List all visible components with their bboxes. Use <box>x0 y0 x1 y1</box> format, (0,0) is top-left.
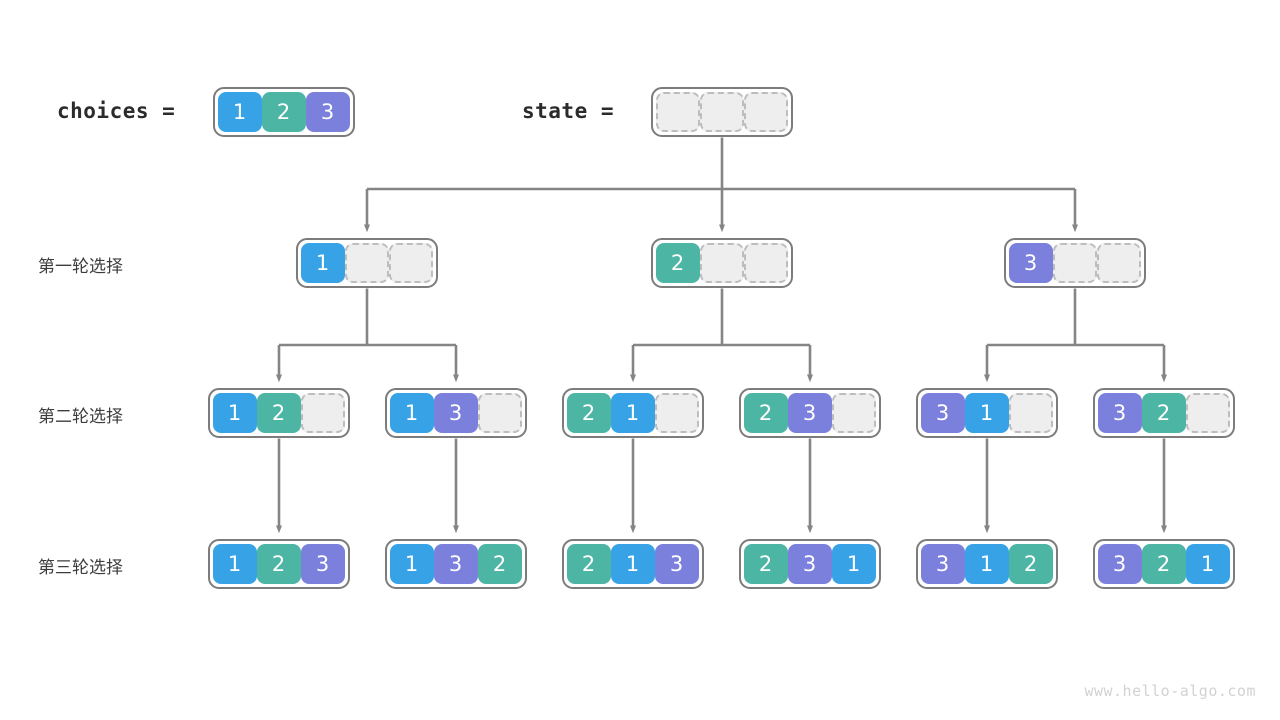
array-cell-value: 3 <box>920 543 965 584</box>
array-cell-value: 1 <box>610 543 655 584</box>
state-label: state = <box>522 99 615 123</box>
array-cell-value: 1 <box>831 543 876 584</box>
array-cell-value: 3 <box>433 543 478 584</box>
choices-label: choices = <box>57 99 176 123</box>
array-cell-empty <box>699 91 744 132</box>
row-label-round-2: 第二轮选择 <box>38 407 123 427</box>
array-cell-empty <box>344 242 389 283</box>
array-cell-value: 1 <box>389 543 434 584</box>
array-cell-empty <box>1052 242 1097 283</box>
array-cell-value: 2 <box>1008 543 1053 584</box>
array-cell-value: 1 <box>964 392 1009 433</box>
array-cell-value: 2 <box>256 543 301 584</box>
array-cell-value: 3 <box>1008 242 1053 283</box>
array-cell-value: 3 <box>787 392 832 433</box>
array-cell-value: 1 <box>610 392 655 433</box>
array-cell-value: 1 <box>217 91 262 132</box>
array-cell-empty <box>831 392 876 433</box>
array-cell-value: 2 <box>477 543 522 584</box>
row-label-round-3: 第三轮选择 <box>38 558 123 578</box>
tree-node-n-3: 3 <box>1003 237 1146 288</box>
array-cell-value: 2 <box>743 543 788 584</box>
array-cell-value: 2 <box>566 543 611 584</box>
array-cell-value: 1 <box>964 543 1009 584</box>
array-cell-value: 2 <box>1141 543 1186 584</box>
array-cell-value: 3 <box>787 543 832 584</box>
array-cell-value: 3 <box>300 543 345 584</box>
array-cell-value: 3 <box>654 543 699 584</box>
array-cell-value: 3 <box>305 91 350 132</box>
array-cell-empty <box>1008 392 1053 433</box>
array-cell-value: 3 <box>1097 392 1142 433</box>
tree-node-n-1: 1 <box>295 237 438 288</box>
array-cell-value: 1 <box>300 242 345 283</box>
array-cell-value: 1 <box>212 392 257 433</box>
array-cell-value: 2 <box>743 392 788 433</box>
array-cell-empty <box>477 392 522 433</box>
array-cell-value: 2 <box>655 242 700 283</box>
array-cell-empty <box>654 392 699 433</box>
array-cell-value: 2 <box>256 392 301 433</box>
array-cell-empty <box>743 242 788 283</box>
watermark: www.hello-algo.com <box>1084 682 1256 700</box>
array-cell-empty <box>655 91 700 132</box>
array-cell-empty <box>1096 242 1141 283</box>
array-cell-value: 1 <box>1185 543 1230 584</box>
state-array <box>650 86 793 137</box>
array-cell-empty <box>300 392 345 433</box>
array-cell-value: 3 <box>920 392 965 433</box>
array-cell-empty <box>699 242 744 283</box>
array-cell-value: 2 <box>1141 392 1186 433</box>
array-cell-value: 1 <box>389 392 434 433</box>
array-cell-value: 3 <box>1097 543 1142 584</box>
array-cell-value: 2 <box>566 392 611 433</box>
array-cell-empty <box>1185 392 1230 433</box>
array-cell-value: 1 <box>212 543 257 584</box>
array-cell-empty <box>743 91 788 132</box>
tree-node-n-2: 2 <box>650 237 793 288</box>
array-cell-value: 2 <box>261 91 306 132</box>
array-cell-value: 3 <box>433 392 478 433</box>
array-cell-empty <box>388 242 433 283</box>
row-label-round-1: 第一轮选择 <box>38 257 123 277</box>
